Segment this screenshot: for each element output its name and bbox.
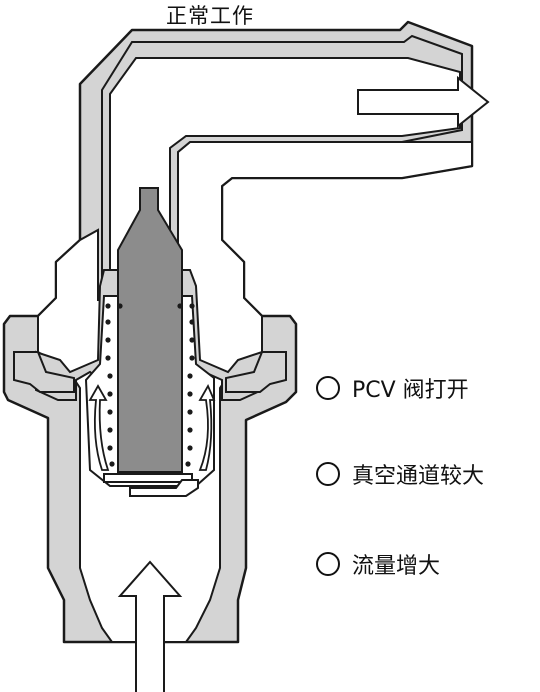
valve-seat-step [129, 479, 199, 497]
bullet-circle-icon [316, 376, 340, 400]
note-item: PCV 阀打开 [316, 372, 469, 404]
bullet-circle-icon [316, 552, 340, 576]
bullet-circle-icon [316, 462, 340, 486]
valve-plunger [117, 187, 183, 473]
note-item: 流量增大 [316, 548, 440, 580]
right-flange [225, 351, 287, 393]
valve-seat-plate [103, 473, 193, 483]
note-text: PCV 阀打开 [352, 378, 469, 403]
hose-bore [109, 57, 461, 301]
note-text: 真空通道较大 [352, 464, 485, 489]
note-text: 流量增大 [352, 554, 441, 579]
left-flange [13, 351, 75, 393]
diagram-title: 正常工作 [166, 4, 254, 28]
spring-coils [105, 303, 195, 467]
note-item: 真空通道较大 [316, 458, 484, 490]
flow-arrows-inner [88, 383, 216, 471]
outlet-arrow [357, 75, 490, 129]
inlet-arrow [117, 560, 183, 692]
